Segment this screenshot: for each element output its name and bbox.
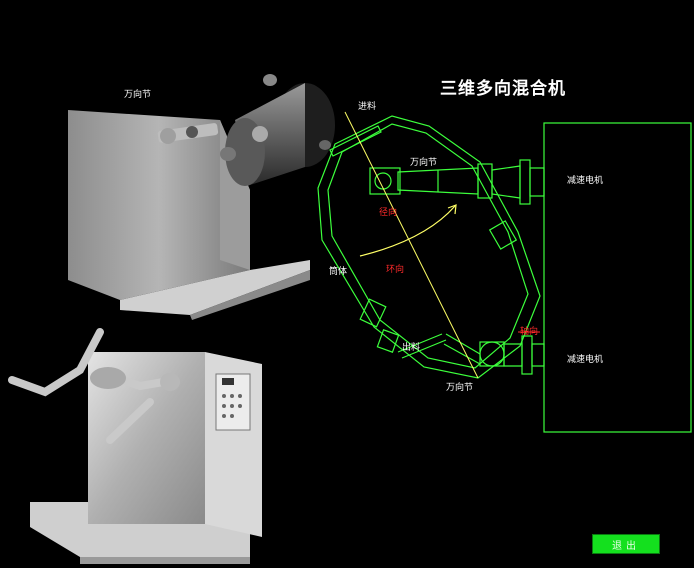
universal-joint-label: 万向节 bbox=[124, 90, 152, 100]
circular-label: 环向 bbox=[386, 265, 405, 275]
universal-joint-bottom-label: 万向节 bbox=[446, 383, 474, 393]
circular-arrow bbox=[359, 205, 456, 257]
drum-label: 筒体 bbox=[329, 267, 348, 277]
gear-motor-bottom-label: 减速电机 bbox=[567, 355, 604, 365]
gear-motor-top-label: 减速电机 bbox=[567, 176, 604, 186]
drum-outline bbox=[317, 115, 541, 379]
axial-label: 轴向 bbox=[520, 327, 539, 337]
exit-button[interactable]: 退出 bbox=[592, 534, 660, 554]
motor-housing bbox=[543, 122, 692, 433]
universal-joint-top-label: 万向节 bbox=[410, 158, 438, 168]
discharge-label: 出料 bbox=[402, 343, 421, 353]
center-axis bbox=[344, 111, 479, 379]
radial-label: 径向 bbox=[379, 208, 398, 218]
feed-label: 进料 bbox=[358, 102, 377, 112]
page-title: 三维多向混合机 bbox=[440, 79, 566, 99]
mixer-photo bbox=[8, 328, 262, 564]
mixer-3d-render bbox=[68, 74, 335, 320]
